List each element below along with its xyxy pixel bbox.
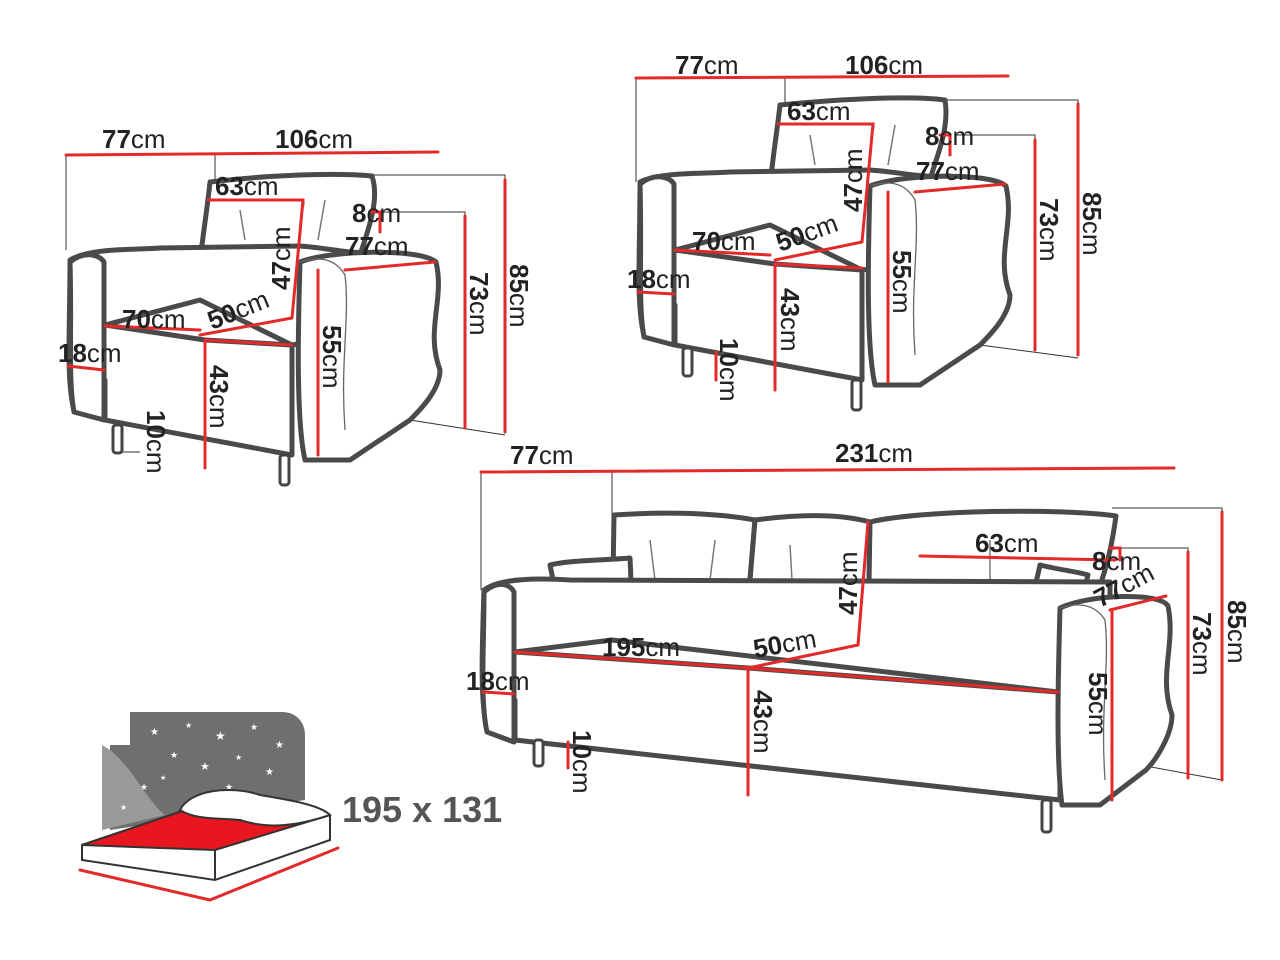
label-seat-height: 43cm [775,288,805,352]
svg-text:★: ★ [150,727,159,738]
label-leg-height: 10cm [141,410,171,474]
label-width: 231cm [835,438,913,468]
label-seat-cushion: 18cm [58,338,122,368]
label-width: 106cm [845,50,923,80]
label-height-at-arm: 73cm [1187,612,1217,676]
svg-text:★: ★ [140,783,148,793]
label-depth: 77cm [510,440,574,470]
label-backrest-width: 63cm [975,528,1039,558]
svg-text:★: ★ [185,721,192,730]
svg-text:★: ★ [225,783,233,793]
svg-text:★: ★ [160,774,166,782]
label-backrest-thickness: 8cm [925,121,974,151]
label-height-at-arm: 73cm [1034,198,1064,262]
label-height-at-arm: 73cm [464,272,494,336]
label-armrest-height: 55cm [1083,672,1113,736]
svg-text:★: ★ [200,760,210,773]
label-seat-height: 43cm [748,690,778,754]
label-leg-height: 10cm [567,730,597,794]
label-seat-width: 70cm [692,226,756,256]
label-seat-cushion: 18cm [627,264,691,294]
bed-size-label: 195 x 131 [342,789,502,830]
stars-icon: ★ ★ ★ ★ ★ ★ ★ ★ ★ ★ ★ ★ ★ [120,721,284,812]
label-seat-cushion: 18cm [466,666,530,696]
label-total-height: 85cm [1077,192,1107,256]
label-seat-depth: 50cm [751,623,819,664]
label-seat-height: 43cm [204,365,234,429]
label-depth: 77cm [675,50,739,80]
svg-text:★: ★ [120,803,127,812]
sofa [479,466,1224,834]
bed-icon: ★ ★ ★ ★ ★ ★ ★ ★ ★ ★ ★ ★ ★ [78,712,340,902]
svg-text:★: ★ [275,740,284,751]
svg-text:★: ★ [235,753,242,762]
label-backrest-thickness: 8cm [352,198,401,228]
label-backrest-height: 47cm [266,226,296,290]
armchair-left-labels: 77cm 106cm 63cm 8cm 77cm 47cm 70cm 50cm … [58,124,534,474]
svg-text:★: ★ [250,723,258,733]
label-depth: 77cm [102,124,166,154]
label-armrest-height: 55cm [317,325,347,389]
label-width: 106cm [275,124,353,154]
svg-text:★: ★ [265,767,274,778]
armchair-right [634,74,1080,412]
label-backrest-width: 63cm [215,171,279,201]
label-seat-width: 195cm [602,632,680,662]
armchair-right-labels: 77cm 106cm 63cm 8cm 77cm 47cm 70cm 50cm … [627,50,1107,402]
armchair-left [64,150,507,487]
label-backrest-height: 47cm [838,148,868,212]
label-backrest-thickness: 8cm [1092,546,1141,576]
sofa-labels: 77cm 231cm 63cm 8cm 77cm 47cm 195cm 50cm… [466,438,1252,794]
label-backrest-height: 47cm [833,551,863,615]
label-seat-width: 70cm [122,304,186,334]
svg-text:★: ★ [215,729,226,743]
svg-text:★: ★ [170,751,178,761]
label-backrest-width: 63cm [787,96,851,126]
label-armrest-depth: 77cm [345,231,409,261]
label-armrest-depth: 77cm [916,156,980,186]
label-total-height: 85cm [504,264,534,328]
label-leg-height: 10cm [714,338,744,402]
label-armrest-height: 55cm [887,250,917,314]
label-total-height: 85cm [1222,600,1252,664]
